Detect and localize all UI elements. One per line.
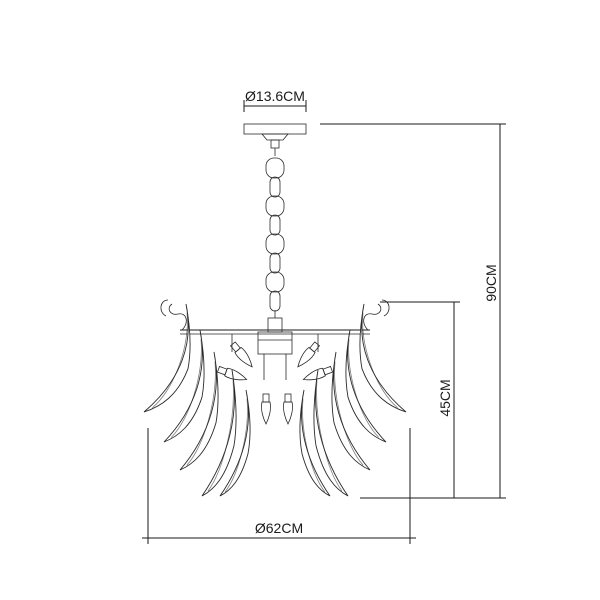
canopy (243, 123, 307, 156)
body-diameter-dimension: Ø62CM (142, 428, 416, 544)
glass-leaf (313, 369, 349, 497)
total-height-dimension: 90CM (320, 123, 506, 499)
bulb (216, 365, 248, 381)
bulb (229, 341, 253, 368)
body-height-dimension: 45CM (360, 301, 460, 499)
chain (265, 157, 285, 318)
glass-leaf (299, 389, 331, 497)
glass-leaf (201, 369, 237, 497)
chain-link (269, 252, 281, 274)
chain-link (269, 290, 281, 312)
glass-leaf (143, 303, 191, 413)
chain-link (265, 233, 285, 255)
body-height-label: 45CM (437, 379, 453, 416)
canopy-dimension: Ø13.6CM (243, 88, 307, 112)
glass-leaf (331, 351, 371, 471)
glass-leaves (143, 303, 407, 497)
glass-leaf (179, 351, 219, 471)
bulb (261, 393, 271, 425)
total-height-label: 90CM (483, 264, 499, 301)
bulb (283, 393, 293, 425)
glass-leaf (345, 329, 387, 443)
bulbs (216, 341, 334, 425)
chain-link (265, 157, 285, 179)
chain-link (265, 271, 285, 293)
glass-leaf (219, 389, 251, 497)
chain-link (269, 214, 281, 236)
frame (160, 299, 390, 380)
bulb (297, 341, 321, 368)
chain-link (269, 176, 281, 198)
glass-leaf (163, 329, 205, 443)
canopy-diameter-label: Ø13.6CM (245, 88, 305, 104)
bulb (302, 365, 334, 381)
body-diameter-label: Ø62CM (255, 520, 303, 536)
glass-leaf (359, 303, 407, 413)
chain-link (265, 195, 285, 217)
